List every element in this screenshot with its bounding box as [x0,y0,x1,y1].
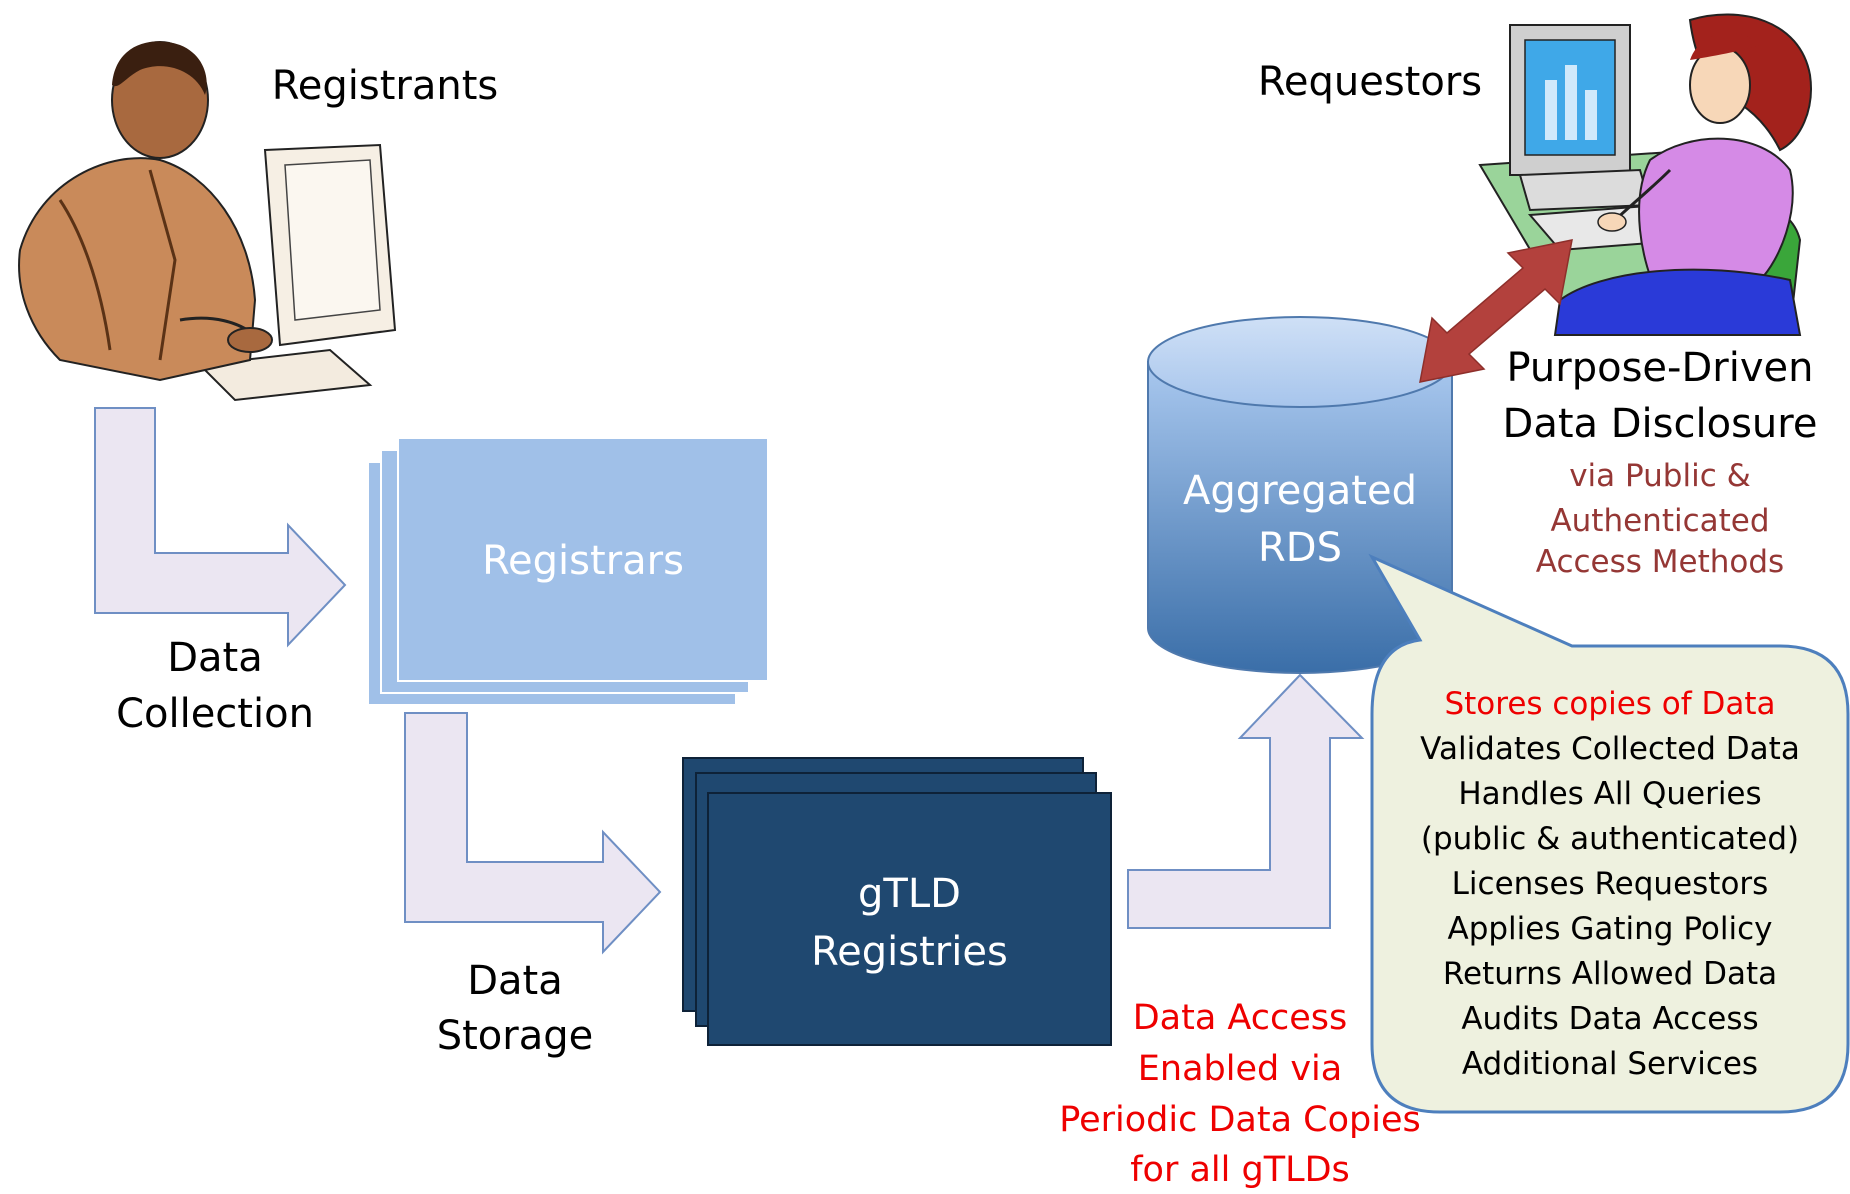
rds-callout-bubble [1368,553,1850,1114]
collection-flow-arrow [94,407,347,648]
gtld-label-line1: gTLD [858,871,961,917]
callout-line-2: Validates Collected Data [1420,731,1800,767]
collection-label-line1: Data [167,635,263,681]
access-label-line4: for all gTLDs [1130,1150,1350,1190]
rds-label-line1: Aggregated [1183,468,1417,514]
callout-line-7: Returns Allowed Data [1442,956,1778,992]
via-label-line2: Authenticated [1550,503,1770,539]
callout-line-5: Licenses Requestors [1451,866,1769,902]
callout-line-8: Audits Data Access [1461,1001,1759,1037]
gtld-registries-stack [682,757,1112,1046]
disclosure-label-line2: Data Disclosure [1502,401,1818,447]
callout-text: Stores copies of Data Validates Collecte… [1390,682,1830,1087]
gtld-label-line2: Registries [811,929,1008,975]
collection-label-line2: Collection [116,691,314,737]
callout-line-9: Additional Services [1461,1046,1759,1082]
callout-line-6: Applies Gating Policy [1447,911,1773,947]
via-label-line1: via Public & [1569,458,1751,494]
requestors-label: Requestors [1257,59,1483,105]
man-at-computer-icon [18,41,397,402]
storage-label-line2: Storage [436,1013,594,1059]
storage-flow-arrow [404,712,662,955]
callout-line-4: (public & authenticated) [1420,821,1800,857]
rds-database-cylinder [1147,316,1453,674]
access-label-line3: Periodic Data Copies [1059,1100,1421,1140]
registrants-label: Registrants [271,63,499,109]
callout-line-3: Handles All Queries [1458,776,1762,812]
registrars-stack [367,437,769,706]
callout-line-1: Stores copies of Data [1444,686,1776,722]
disclosure-double-arrow [1419,239,1573,383]
rds-label-line2: RDS [1258,525,1342,571]
storage-label-line1: Data [467,958,563,1004]
access-label-line1: Data Access [1132,998,1348,1038]
registrars-label: Registrars [482,538,684,584]
disclosure-label-line1: Purpose-Driven [1506,345,1814,391]
via-label-line3: Access Methods [1535,544,1785,580]
access-label-line2: Enabled via [1137,1049,1343,1089]
copy-flow-arrow [1127,673,1365,929]
